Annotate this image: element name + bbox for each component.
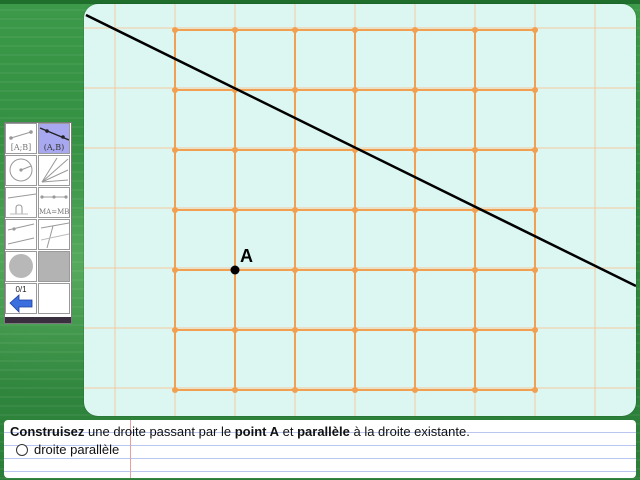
grid-node[interactable] (172, 87, 178, 93)
grid-node[interactable] (292, 327, 298, 333)
instruction-text: Construisez une droite passant par le po… (10, 424, 470, 439)
color-disc-icon (9, 254, 33, 278)
grid-node[interactable] (532, 267, 538, 273)
grid-node[interactable] (532, 87, 538, 93)
instruction-mid-1: une droite passant par le (84, 424, 235, 439)
grid-node[interactable] (232, 27, 238, 33)
grid-node[interactable] (292, 87, 298, 93)
tool-blank[interactable] (38, 283, 70, 314)
parallel-icon (7, 223, 35, 245)
tool-segment-label: [A;B] (10, 143, 32, 152)
grid-node[interactable] (412, 327, 418, 333)
line-icon (39, 127, 70, 141)
tool-midpoint[interactable]: MA=MB (38, 187, 70, 218)
grid-node[interactable] (172, 147, 178, 153)
tool-circle[interactable] (5, 155, 37, 186)
grid-node[interactable] (532, 387, 538, 393)
instruction-verb: Construisez (10, 424, 85, 439)
midpoint-icon (40, 195, 68, 199)
grid-node[interactable] (292, 27, 298, 33)
top-strip (0, 0, 640, 4)
grid-node[interactable] (232, 327, 238, 333)
grid-node[interactable] (532, 207, 538, 213)
instruction-end: à la droite existante. (349, 424, 470, 439)
grid-node[interactable] (412, 147, 418, 153)
tool-color-disc[interactable] (5, 251, 37, 282)
radio-button[interactable] (16, 443, 28, 456)
grid-node[interactable] (292, 207, 298, 213)
grid-node[interactable] (172, 27, 178, 33)
angle-icon (40, 222, 70, 249)
grid-node[interactable] (472, 87, 478, 93)
existing-line[interactable] (85, 13, 636, 288)
circle-icon (9, 158, 33, 182)
geometry-canvas[interactable]: A (84, 4, 636, 416)
grid-node[interactable] (352, 267, 358, 273)
tool-angle[interactable] (38, 219, 70, 250)
tool-perpendicular[interactable] (5, 187, 37, 218)
grid-node[interactable] (532, 27, 538, 33)
grid-node[interactable] (352, 27, 358, 33)
toolbox: [A;B] (A,B) MA=MB 0/1 (4, 122, 72, 324)
tool-line-label: (A,B) (43, 143, 65, 152)
tool-line[interactable]: (A,B) (38, 123, 70, 154)
point-a[interactable] (230, 265, 240, 275)
tool-segment[interactable]: [A;B] (5, 123, 37, 154)
tool-parallel[interactable] (5, 219, 37, 250)
grid-node[interactable] (472, 327, 478, 333)
grid-node[interactable] (352, 207, 358, 213)
grid-node[interactable] (352, 387, 358, 393)
grid-node[interactable] (232, 207, 238, 213)
grid-node[interactable] (172, 267, 178, 273)
instruction-parallel: parallèle (297, 424, 350, 439)
grid-node[interactable] (292, 147, 298, 153)
attempt-counter: 0/1 (15, 285, 27, 294)
grid-node[interactable] (472, 387, 478, 393)
perpendicular-icon (7, 193, 37, 215)
grid-node[interactable] (232, 147, 238, 153)
grid-node[interactable] (412, 207, 418, 213)
grid-node[interactable] (532, 327, 538, 333)
grid-node[interactable] (172, 327, 178, 333)
instruction-point: point A (234, 424, 280, 439)
instruction-mid-2: et (279, 424, 298, 439)
grid-node[interactable] (352, 87, 358, 93)
grid-node[interactable] (292, 267, 298, 273)
point-a-label: A (240, 246, 253, 266)
back-arrow-icon (9, 294, 33, 313)
tool-fill[interactable] (38, 251, 70, 282)
grid-node[interactable] (352, 327, 358, 333)
option-parallel-line[interactable]: droite parallèle (16, 442, 119, 457)
notebook-margin (130, 420, 131, 478)
toolbox-footer (5, 317, 71, 323)
grid-node[interactable] (412, 267, 418, 273)
grid-node[interactable] (532, 147, 538, 153)
tool-rays[interactable] (38, 155, 70, 186)
grid-node[interactable] (412, 87, 418, 93)
grid-node[interactable] (472, 267, 478, 273)
grid-node[interactable] (172, 387, 178, 393)
tool-undo[interactable]: 0/1 (5, 283, 37, 314)
grid-node[interactable] (412, 387, 418, 393)
instruction-panel: Construisez une droite passant par le po… (4, 420, 636, 478)
grid-node[interactable] (472, 147, 478, 153)
rays-icon (41, 157, 69, 183)
grid-node[interactable] (232, 387, 238, 393)
grid-node[interactable] (292, 387, 298, 393)
option-label: droite parallèle (34, 442, 120, 457)
segment-icon (9, 130, 33, 140)
drawing-area[interactable]: A (84, 4, 636, 416)
tool-midpoint-label: MA=MB (39, 208, 70, 216)
grid-node[interactable] (472, 27, 478, 33)
grid-node[interactable] (412, 27, 418, 33)
grid-node[interactable] (172, 207, 178, 213)
